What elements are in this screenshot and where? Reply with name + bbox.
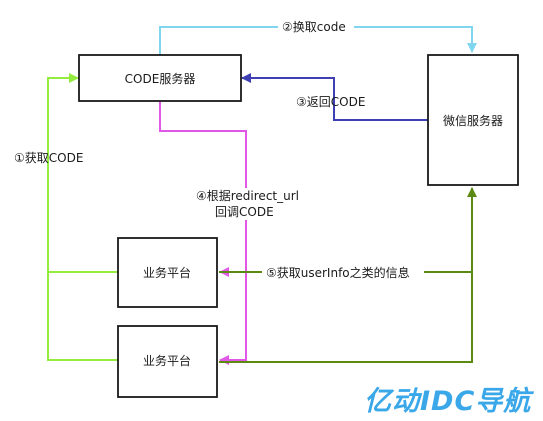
get-userinfo-label-bg: [262, 264, 424, 280]
get-code-label: ①获取CODE: [14, 151, 83, 165]
node-code-server: CODE服务器: [78, 54, 242, 102]
edge-get-code-1: [47, 73, 118, 273]
get-userinfo-label: ⑤获取userInfo之类的信息: [266, 265, 410, 280]
node-wechat-server: 微信服务器: [427, 54, 519, 186]
return-code-label: ③返回CODE: [296, 95, 365, 109]
edge-get-code-2: [47, 272, 118, 361]
node-biz-platform-1: 业务平台: [117, 237, 218, 308]
redirect-label-line1: ④根据redirect_url: [196, 189, 299, 203]
redirect-label-bg: [192, 188, 304, 220]
exchange-code-label: ②换取code: [282, 20, 346, 34]
code-server-label: CODE服务器: [125, 71, 196, 86]
exchange-code-label-bg: [278, 19, 354, 35]
biz-platform-2-label: 业务平台: [143, 353, 191, 368]
watermark-logo: 亿动IDC导航: [364, 386, 534, 417]
wechat-server-label: 微信服务器: [443, 113, 503, 128]
edge-get-userinfo-2: [219, 187, 477, 363]
node-biz-platform-2: 业务平台: [117, 325, 218, 398]
edge-return-code: [241, 73, 428, 121]
redirect-label-line2: 回调CODE: [215, 205, 274, 219]
biz-platform-1-label: 业务平台: [143, 265, 191, 280]
edge-redirect-main: [159, 101, 247, 365]
